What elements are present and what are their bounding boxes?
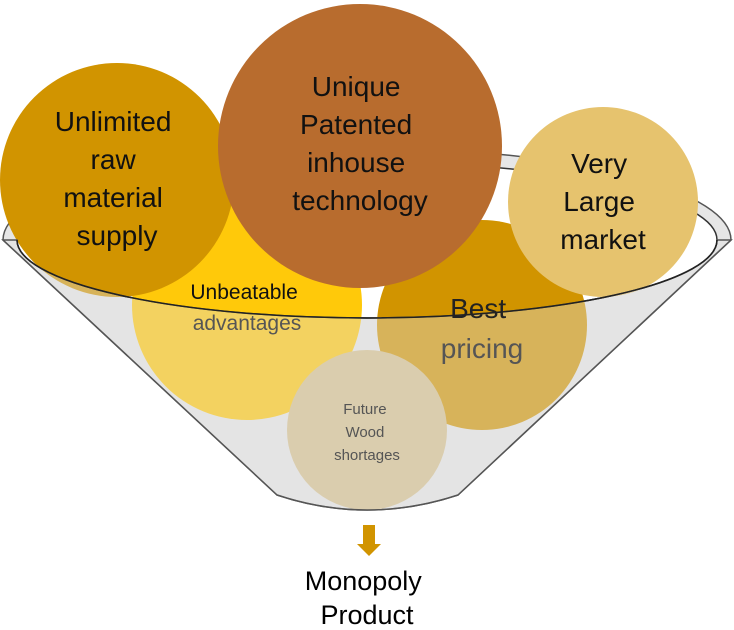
output-label: Monopoly Product (305, 566, 430, 630)
circle-pricing (377, 220, 587, 430)
funnel-rim-front (16, 239, 718, 319)
label-technology: Unique Patented inhouse technology (292, 71, 427, 216)
label-wood: Future Wood shortages (334, 401, 400, 464)
label-raw-material: Unlimited raw material supply (55, 106, 179, 251)
arrow-down-icon (357, 525, 381, 556)
circle-wood (287, 350, 447, 510)
label-pricing: Best pricing (441, 293, 523, 364)
circle-market (508, 107, 698, 297)
label-advantages: Unbeatable advantages (190, 281, 303, 335)
circle-raw-material (0, 63, 234, 297)
circle-technology (218, 4, 502, 288)
label-market: Very Large market (560, 148, 646, 255)
